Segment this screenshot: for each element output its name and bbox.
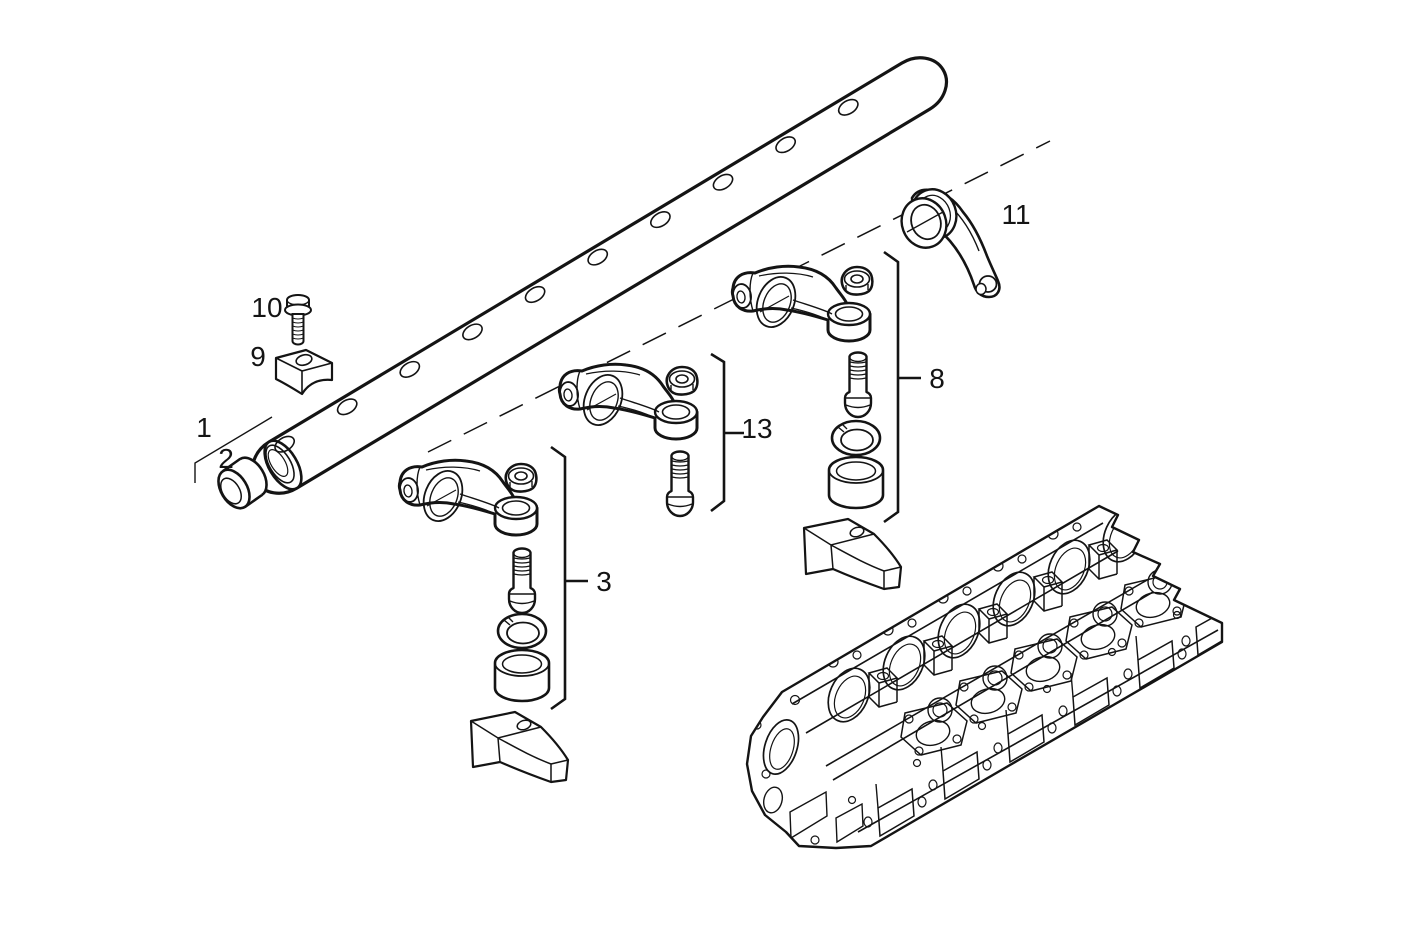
callout-9: 9: [250, 341, 266, 372]
callout-10: 10: [251, 292, 282, 323]
wedge-pedestal-right: [802, 517, 903, 591]
washer-ring-left: [496, 612, 548, 650]
callout-13: 13: [741, 413, 772, 444]
assembly-centerline: [427, 140, 1051, 453]
bushing-left: [493, 648, 551, 703]
washer-ring-right: [830, 419, 882, 457]
leader-line-1-2: [194, 416, 273, 483]
callout-2: 2: [218, 443, 234, 474]
fixing-bolt: [284, 294, 312, 346]
nut-left: [504, 462, 538, 493]
bracket-13: [710, 352, 744, 513]
bracket-3: [550, 445, 588, 711]
callout-8: 8: [929, 363, 945, 394]
rocker-group-middle: [556, 352, 744, 518]
nut-right: [840, 265, 874, 296]
bracket-8: [883, 250, 921, 524]
cylinder-head-details: [752, 506, 1222, 845]
nut-middle: [665, 365, 699, 396]
shaft-oil-holes: [274, 98, 859, 453]
callout-11: 11: [1001, 199, 1030, 230]
callout-1: 1: [196, 412, 212, 443]
rocker-group-left: [396, 445, 588, 711]
cylinder-head: [745, 504, 1224, 850]
clamp-block: [274, 348, 334, 396]
bushing-right: [827, 455, 885, 510]
pivot-bolt-middle: [665, 450, 695, 518]
wedge-pedestal-left: [469, 710, 570, 784]
rocker-group-right: [729, 250, 921, 524]
shaft-plug: [217, 456, 268, 510]
support-lever: [900, 188, 1001, 299]
pivot-bolt-right: [843, 351, 873, 419]
pivot-bolt-left: [507, 547, 537, 615]
callout-3: 3: [596, 566, 612, 597]
